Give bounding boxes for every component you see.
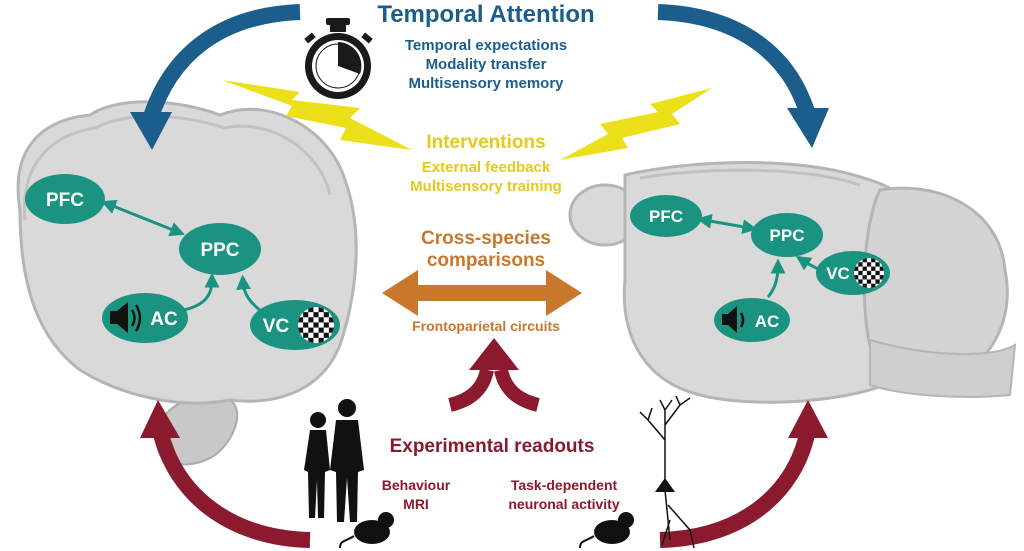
rat-icon	[579, 512, 634, 549]
human-pfc-node: PFC	[25, 174, 105, 224]
temporal-item: Modality transfer	[426, 56, 547, 73]
cross-species-title: Cross-species	[421, 228, 551, 249]
rat-icon	[339, 512, 394, 549]
cross-species-subtitle: Frontoparietal circuits	[412, 318, 560, 334]
rodent-pfc-node: PFC	[630, 195, 702, 237]
temporal-item: Multisensory memory	[408, 75, 564, 92]
cross-species-block: Cross-species comparisons Frontoparietal…	[412, 228, 560, 334]
rodent-brain	[568, 161, 1017, 404]
speaker-icon	[110, 302, 142, 333]
readouts-title: Experimental readouts	[390, 436, 595, 457]
temporal-arrow-right	[657, 4, 829, 148]
temporal-title: Temporal Attention	[377, 1, 594, 28]
speaker-icon	[722, 306, 745, 333]
rodent-ppc-node: PPC	[751, 213, 823, 257]
ac-label: AC	[150, 309, 178, 330]
temporal-attention-block: Temporal Attention Temporal expectations…	[377, 1, 594, 92]
checkerboard-icon	[298, 307, 334, 343]
readout-arrow-left	[140, 400, 311, 548]
interventions-block: Interventions External feedback Multisen…	[410, 132, 562, 195]
cross-species-title: comparisons	[427, 250, 545, 271]
neuron-icon	[639, 395, 695, 549]
ac-label: AC	[755, 312, 780, 331]
ppc-label: PPC	[770, 226, 805, 245]
lightning-icon	[222, 80, 712, 160]
stopwatch-icon	[304, 18, 373, 99]
human-ppc-node: PPC	[179, 223, 261, 275]
interventions-item: Multisensory training	[410, 178, 562, 195]
readouts-right-line: neuronal activity	[508, 496, 619, 512]
temporal-item: Temporal expectations	[405, 37, 567, 54]
human-brain	[16, 100, 358, 466]
human-silhouette-icon	[304, 399, 364, 522]
pfc-label: PFC	[649, 207, 683, 226]
readouts-left-line: Behaviour	[382, 477, 451, 493]
readout-center-arrow	[448, 338, 540, 412]
readouts-right-line: Task-dependent	[511, 477, 618, 493]
human-region-links	[101, 199, 263, 314]
interventions-title: Interventions	[426, 132, 545, 153]
interventions-item: External feedback	[422, 159, 551, 176]
rodent-ac-node: AC	[714, 298, 790, 342]
human-vc-node: VC	[250, 300, 340, 350]
temporal-arrow-left	[130, 4, 301, 150]
vc-label: VC	[263, 316, 290, 337]
rodent-vc-node: VC	[816, 251, 890, 295]
human-ac-node: AC	[102, 293, 188, 343]
ppc-label: PPC	[200, 240, 239, 261]
cross-species-arrow	[382, 270, 582, 316]
readouts-left-line: MRI	[403, 496, 429, 512]
pfc-label: PFC	[46, 190, 84, 211]
readouts-block: Experimental readouts Behaviour MRI Task…	[382, 436, 620, 512]
vc-label: VC	[826, 264, 850, 283]
readout-arrow-right	[659, 400, 828, 548]
checkerboard-icon	[854, 258, 884, 288]
